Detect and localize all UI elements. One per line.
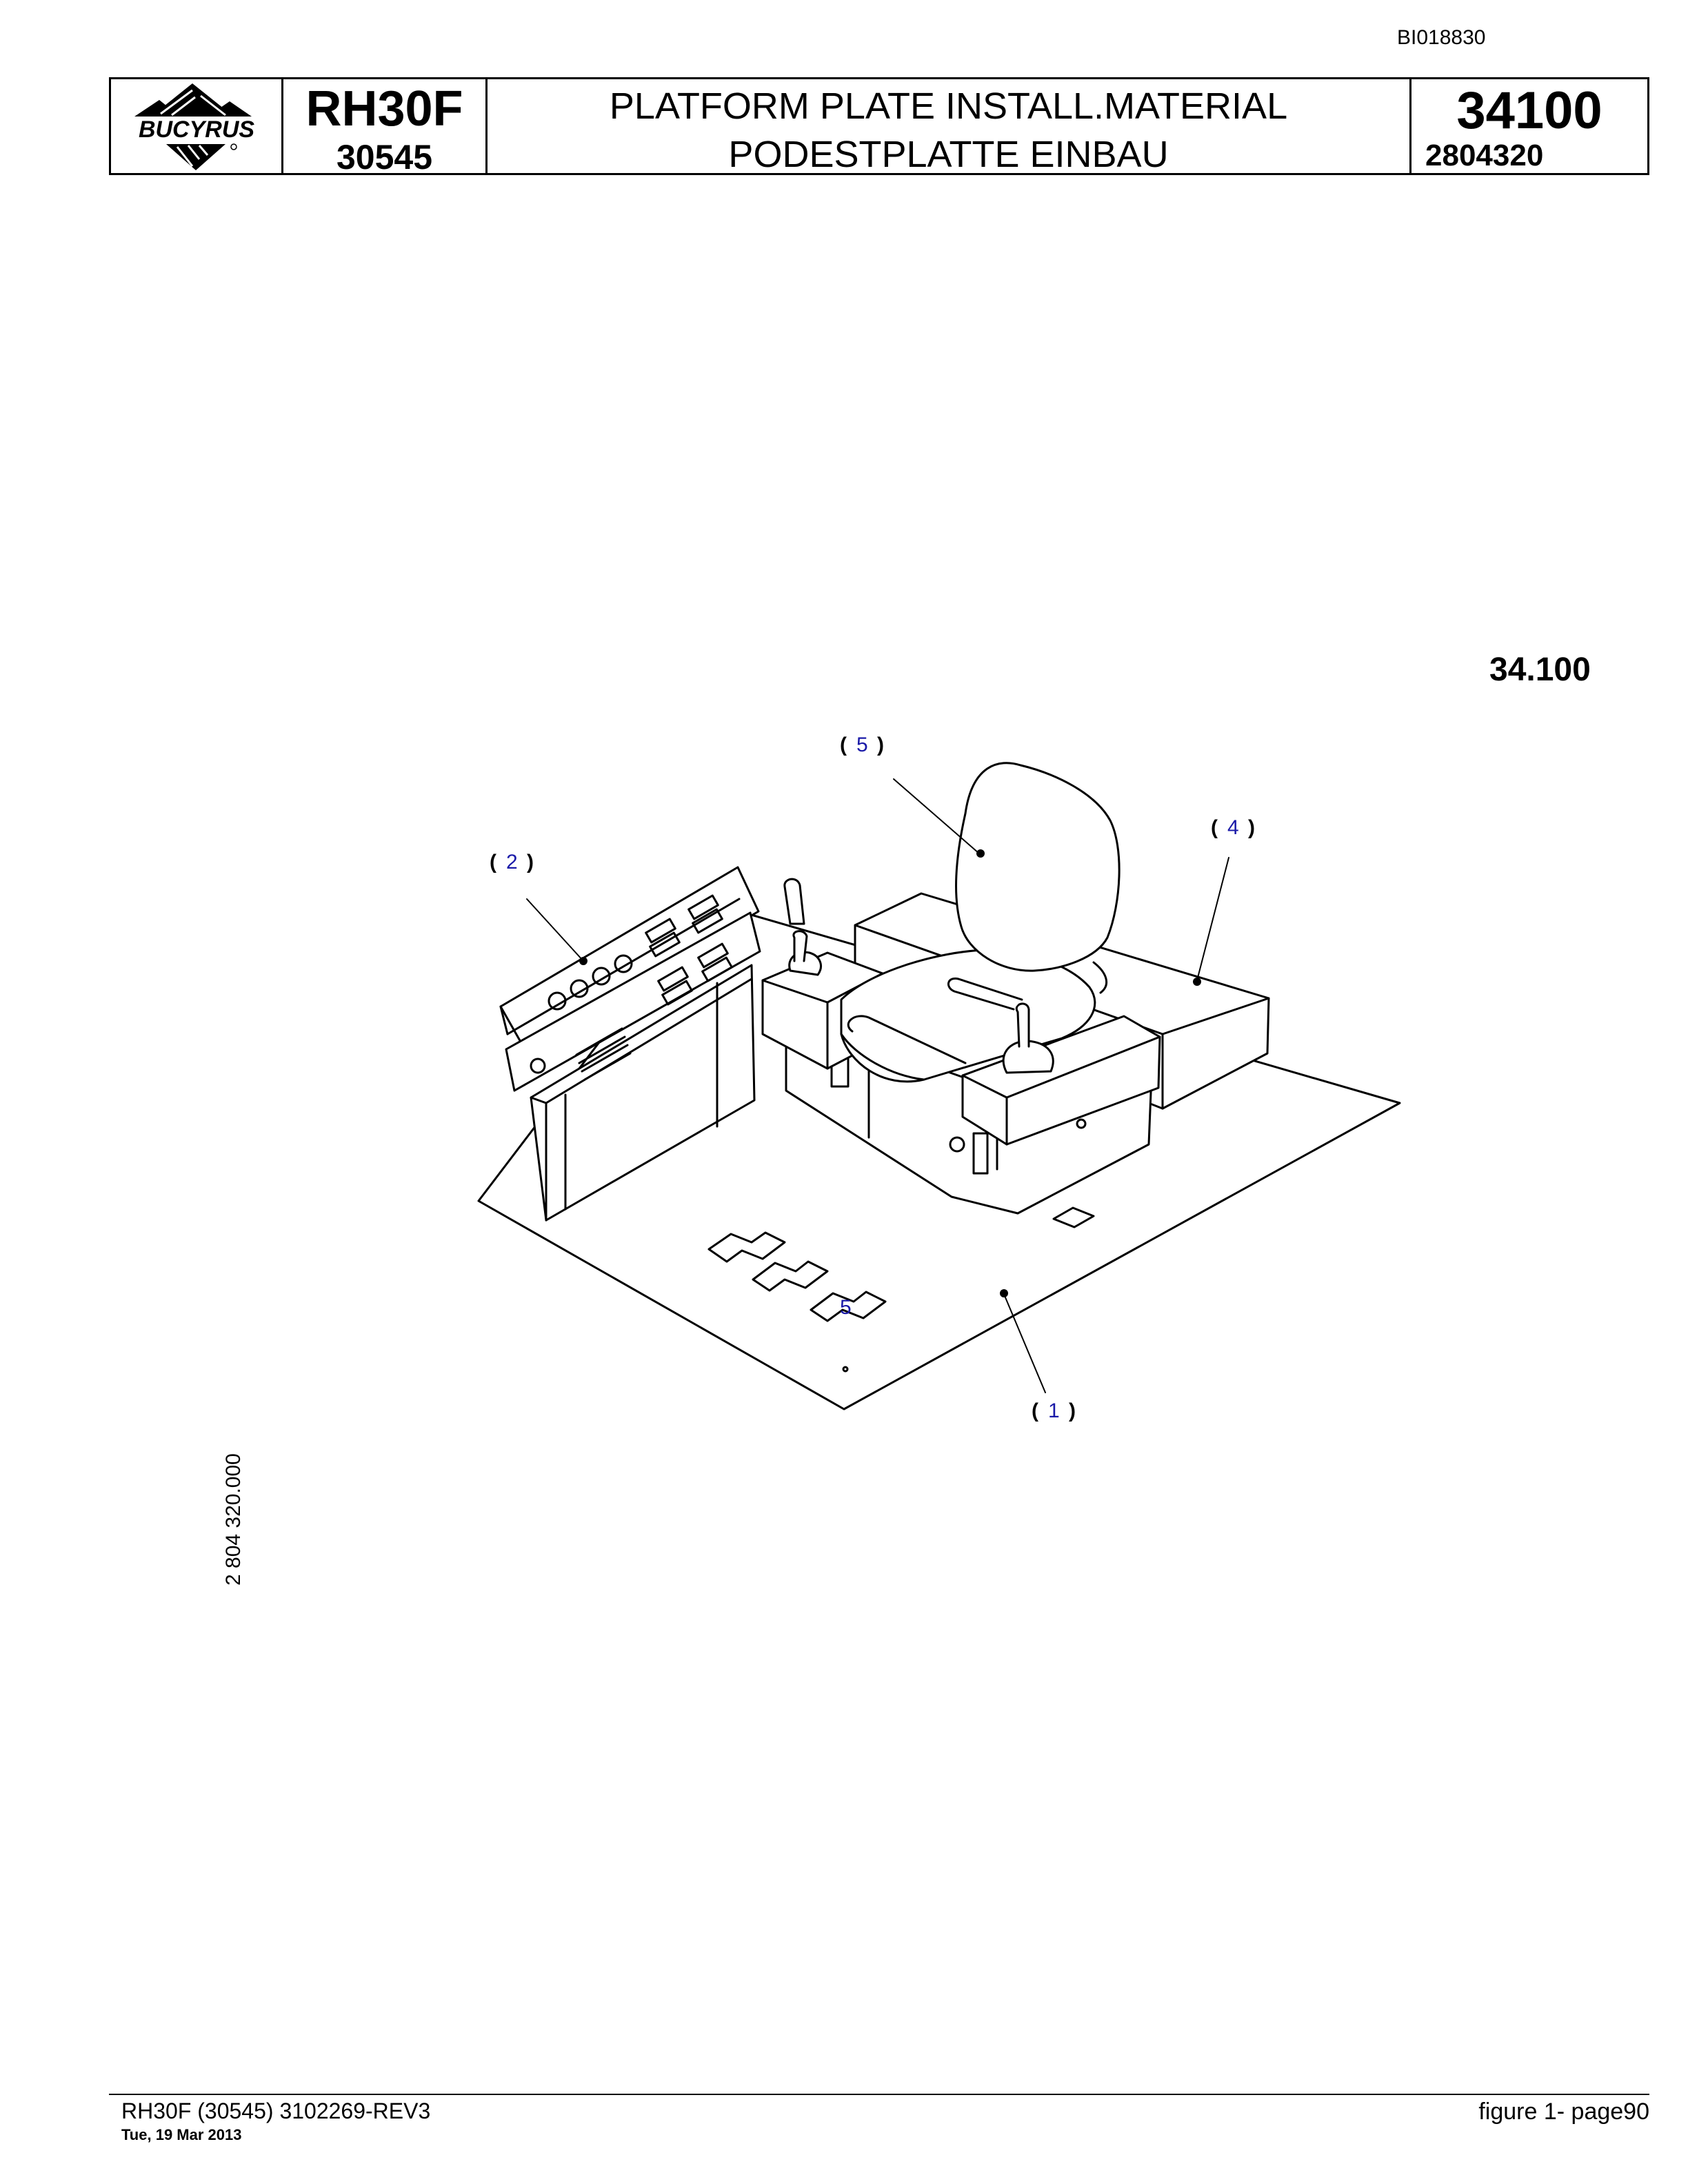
footer-document-id: RH30F (30545) 3102269-REV3 (121, 2099, 431, 2123)
floor-marker: 5 (840, 1296, 852, 1319)
title-cell: PLATFORM PLATE INSTALL.MATERIAL PODESTPL… (488, 79, 1411, 175)
svg-text:2: 2 (506, 851, 518, 873)
document-code: BI018830 (1397, 26, 1486, 49)
leader-dots (579, 849, 1201, 1297)
footer-divider (109, 2094, 1649, 2095)
svg-text:4: 4 (1227, 816, 1239, 839)
svg-text:1: 1 (1048, 1399, 1060, 1422)
svg-text:(: ( (1211, 816, 1218, 839)
svg-text:(: ( (840, 734, 847, 756)
side-reference-number: 2 804 320.000 (222, 1453, 245, 1586)
leader-lines (526, 778, 1229, 1393)
callout-5: ( 5 ) (840, 734, 884, 756)
exploded-view-drawing: ( 2 ) ( 5 ) ( 4 ) ( 1 ) 5 (477, 734, 1401, 1422)
svg-text:): ) (527, 851, 534, 873)
leader-4 (1196, 857, 1229, 981)
part-number: 2804320 (1425, 139, 1544, 172)
svg-text:(: ( (490, 851, 496, 873)
svg-text:): ) (1248, 816, 1255, 839)
model-code: 30545 (336, 138, 433, 176)
left-control-box (761, 878, 884, 1070)
logo-cell: BUCYRUS (111, 79, 283, 173)
title-block: BUCYRUS RH30F 30545 PLATFORM PLATE INSTA… (109, 77, 1649, 176)
footer-page-ref: figure 1- page90 (1478, 2099, 1649, 2125)
title-english: PLATFORM PLATE INSTALL.MATERIAL (609, 85, 1288, 127)
leader-5 (893, 778, 980, 854)
footer-date: Tue, 19 Mar 2013 (121, 2126, 242, 2143)
group-number: 34100 (1456, 81, 1602, 140)
svg-text:5: 5 (856, 734, 868, 756)
svg-text:): ) (1069, 1399, 1076, 1422)
title-german: PODESTPLATTE EINBAU (728, 134, 1169, 175)
operator-seat (954, 762, 1121, 994)
section-reference: 34.100 (1489, 651, 1591, 688)
seat-cushion (840, 949, 1096, 1083)
callout-4: ( 4 ) (1211, 816, 1255, 839)
model-name: RH30F (305, 81, 463, 136)
leader-1 (1005, 1297, 1046, 1393)
bucyrus-logo: BUCYRUS (121, 83, 272, 170)
callout-1: ( 1 ) (1032, 1399, 1076, 1422)
right-control-box (847, 977, 1161, 1146)
leader-2 (526, 898, 584, 962)
svg-text:BUCYRUS: BUCYRUS (139, 117, 254, 143)
control-console (499, 866, 761, 1222)
svg-text:(: ( (1032, 1399, 1038, 1422)
model-cell: RH30F 30545 (283, 79, 488, 176)
svg-text:): ) (877, 734, 884, 756)
callout-2: ( 2 ) (490, 851, 534, 873)
number-cell: 34100 2804320 (1411, 79, 1647, 173)
